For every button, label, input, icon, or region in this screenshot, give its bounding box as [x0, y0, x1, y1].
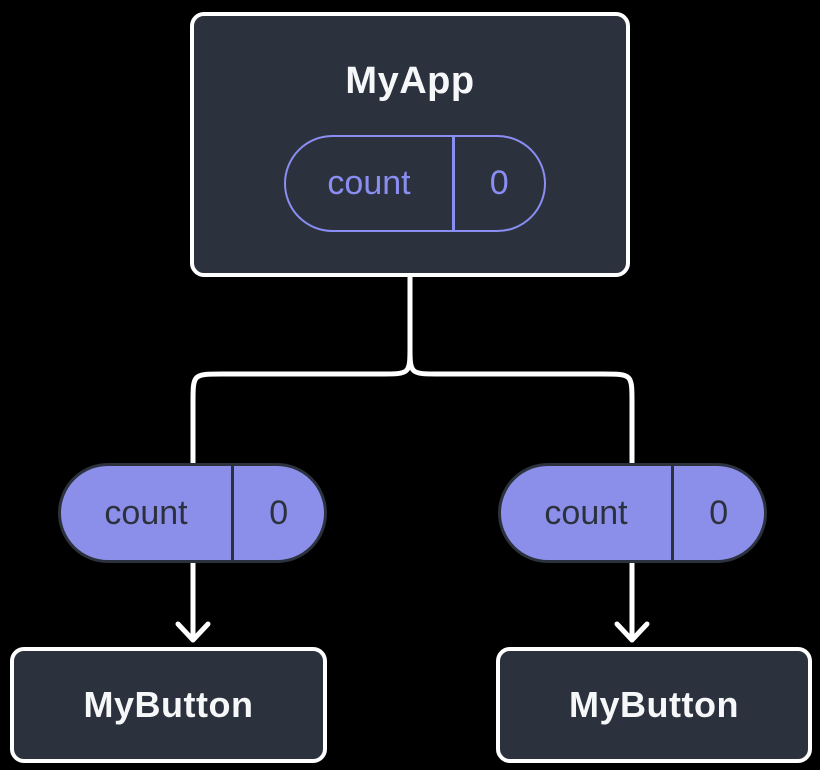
branch-right-line [407, 343, 635, 640]
root-component-label: MyApp [345, 60, 475, 102]
pill-divider [231, 466, 234, 560]
child-component-card-left: MyButton [10, 647, 327, 763]
root-component-card: MyApp count 0 [190, 12, 630, 277]
state-value: 0 [489, 164, 509, 202]
pill-divider [452, 137, 455, 230]
prop-pill-right: count 0 [498, 463, 767, 563]
prop-value: 0 [709, 493, 729, 532]
root-state-pill: count 0 [284, 135, 546, 232]
prop-value: 0 [269, 493, 289, 532]
prop-name: count [104, 493, 188, 532]
child-component-label: MyButton [569, 684, 739, 725]
prop-name: count [544, 493, 628, 532]
child-component-label: MyButton [83, 684, 254, 725]
pill-divider [671, 466, 674, 560]
prop-pill-left: count 0 [58, 463, 327, 563]
child-component-card-right: MyButton [496, 647, 812, 763]
arrowhead-left-icon [175, 621, 211, 643]
state-name: count [327, 164, 411, 202]
arrowhead-right-icon [614, 621, 650, 643]
